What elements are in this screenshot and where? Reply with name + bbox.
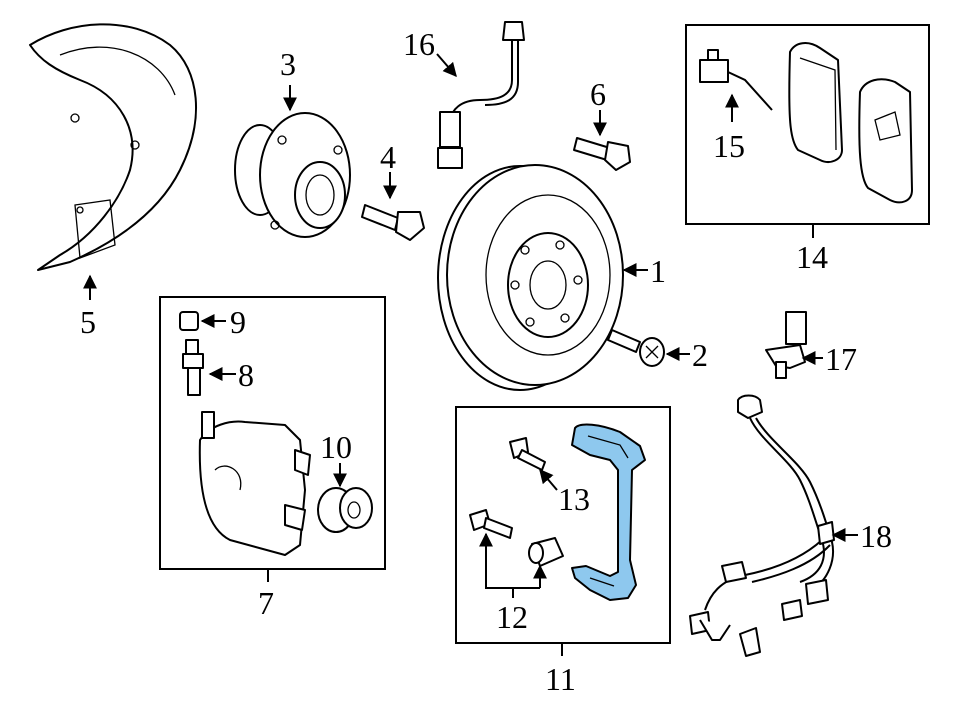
brake-pads bbox=[788, 42, 913, 204]
bolt-4 bbox=[361, 204, 425, 241]
callout-9: 9 bbox=[230, 304, 246, 340]
guide-pin-bolt bbox=[469, 509, 513, 539]
brake-rotor bbox=[437, 164, 624, 391]
callout-4: 4 bbox=[380, 139, 396, 175]
brake-caliper bbox=[198, 411, 311, 556]
wear-sensor bbox=[699, 49, 773, 111]
callout-7: 7 bbox=[258, 585, 274, 621]
pad-kit-box bbox=[685, 24, 930, 225]
callout-17: 17 bbox=[825, 341, 857, 377]
bracket-bolt bbox=[509, 437, 546, 471]
callout-3: 3 bbox=[280, 46, 296, 82]
caliper-piston-seal bbox=[317, 487, 373, 533]
brake-hose bbox=[437, 21, 525, 169]
callout-10: 10 bbox=[320, 429, 352, 465]
abs-sensor bbox=[765, 311, 807, 379]
callout-13: 13 bbox=[558, 481, 590, 517]
callout-18: 18 bbox=[860, 518, 892, 554]
callout-8: 8 bbox=[238, 357, 254, 393]
callout-6: 6 bbox=[590, 76, 606, 112]
callout-14: 14 bbox=[796, 239, 828, 275]
bolt-6 bbox=[573, 137, 631, 171]
callout-12: 12 bbox=[496, 599, 528, 635]
callout-16: 16 bbox=[403, 26, 435, 62]
callout-5: 5 bbox=[80, 304, 96, 340]
callout-2: 2 bbox=[692, 337, 708, 373]
bleeder-screw bbox=[182, 339, 204, 396]
bleeder-cap bbox=[179, 311, 199, 331]
callout-1: 1 bbox=[650, 253, 666, 289]
wheel-hub bbox=[234, 112, 351, 238]
caliper-bracket bbox=[571, 423, 646, 601]
callout-11: 11 bbox=[545, 661, 576, 697]
sensor-harness bbox=[689, 394, 835, 657]
callout-15: 15 bbox=[713, 128, 745, 164]
retaining-screw bbox=[607, 329, 665, 367]
splash-shield bbox=[29, 23, 197, 271]
caliper-box bbox=[159, 296, 386, 570]
guide-pin-bushing bbox=[528, 537, 564, 567]
